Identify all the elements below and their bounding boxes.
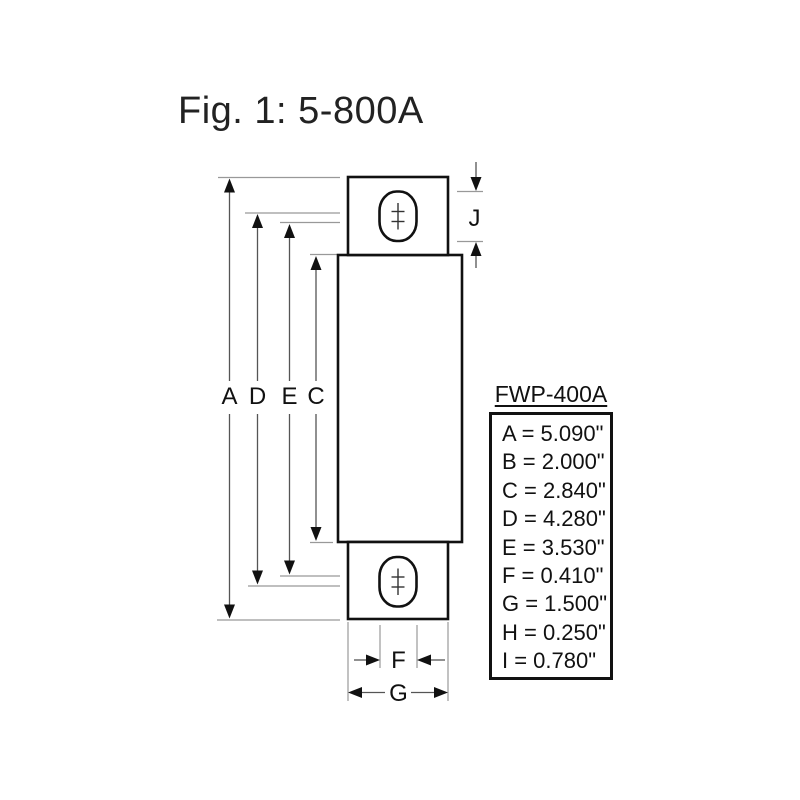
spec-row-f: F = 0.410" <box>502 563 604 589</box>
bottom-hole-center-mark <box>391 568 405 595</box>
dim-label-j: J <box>469 205 481 232</box>
dim-label-f: F <box>391 647 406 674</box>
spec-row-d: D = 4.280" <box>502 506 606 532</box>
dim-label-g: G <box>389 680 408 707</box>
dimension-lines <box>228 162 477 694</box>
dim-label-a: A <box>221 383 237 410</box>
spec-row-b: B = 2.000" <box>502 449 605 475</box>
spec-table: A = 5.090" B = 2.000" C = 2.840" D = 4.2… <box>489 412 613 680</box>
fuse-body <box>336 253 464 544</box>
dim-label-c: C <box>307 383 324 410</box>
spec-row-i: I = 0.780" <box>502 648 597 674</box>
dim-label-d: D <box>249 383 266 410</box>
dimension-arrowheads <box>224 177 482 698</box>
extension-lines <box>217 176 483 701</box>
spec-table-title: FWP-400A <box>494 381 608 407</box>
figure-title: Fig. 1: 5-800A <box>178 90 424 132</box>
spec-row-c: C = 2.840" <box>502 477 606 503</box>
spec-row-a: A = 5.090" <box>502 421 604 446</box>
dim-label-e: E <box>281 383 297 410</box>
top-hole-center-mark <box>391 203 405 230</box>
spec-row-g: G = 1.500" <box>502 591 608 617</box>
spec-row-h: H = 0.250" <box>502 619 606 645</box>
spec-row-e: E = 3.530" <box>502 534 605 560</box>
